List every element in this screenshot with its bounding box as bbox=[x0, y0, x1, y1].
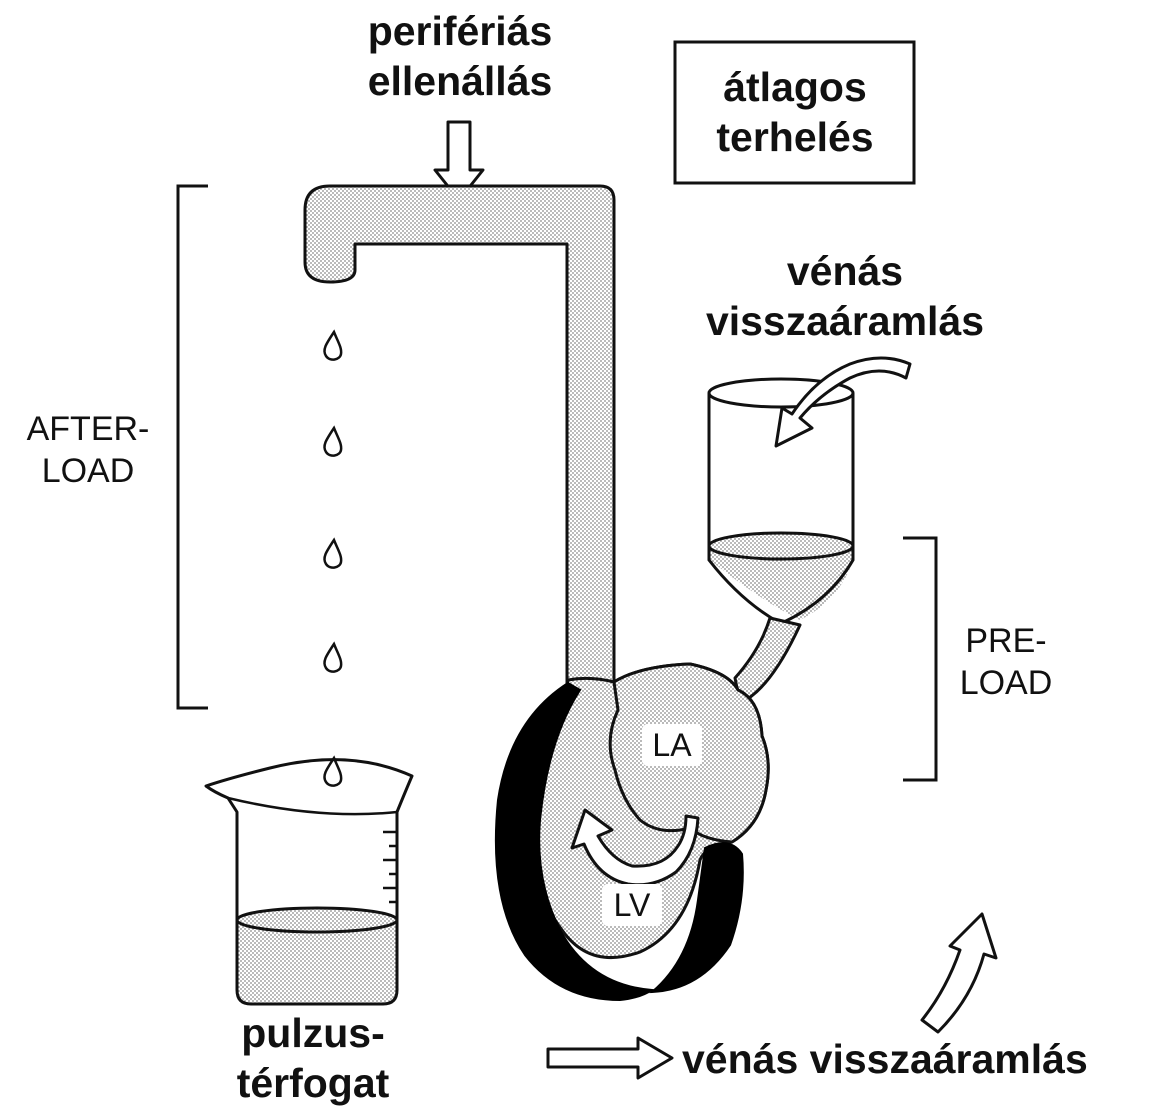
preload-line-1: PRE- bbox=[946, 620, 1066, 662]
peripheral-resistance-line-1: perifériás bbox=[340, 6, 580, 56]
afterload-bracket bbox=[178, 186, 208, 708]
right-arrow-icon bbox=[548, 1038, 672, 1078]
afterload-line-1: AFTER- bbox=[8, 408, 168, 450]
average-load-line-2: terhelés bbox=[680, 112, 910, 162]
stroke-volume-label: pulzus- térfogat bbox=[208, 1008, 418, 1106]
peripheral-resistance-label: perifériás ellenállás bbox=[340, 6, 580, 106]
up-arrow-icon bbox=[922, 914, 996, 1032]
droplet-icon bbox=[324, 540, 341, 568]
venous-return-bottom-label: vénás visszaáramlás bbox=[682, 1034, 1150, 1084]
beaker bbox=[206, 760, 412, 1004]
peripheral-resistance-line-2: ellenállás bbox=[340, 56, 580, 106]
preload-line-2: LOAD bbox=[946, 662, 1066, 704]
aorta-pipe bbox=[305, 186, 614, 690]
droplets bbox=[324, 332, 341, 786]
droplet-icon bbox=[324, 332, 341, 360]
droplet-icon bbox=[324, 758, 341, 786]
preload-bracket bbox=[903, 538, 936, 780]
afterload-line-2: LOAD bbox=[8, 450, 168, 492]
beaker-liquid-surface bbox=[237, 908, 397, 932]
pulmonary-vein-tube bbox=[735, 618, 800, 703]
droplet-icon bbox=[324, 428, 341, 456]
droplet-icon bbox=[324, 644, 341, 672]
beaker-rim bbox=[228, 798, 397, 814]
average-load-label: átlagos terhelés bbox=[680, 62, 910, 162]
venous-return-top-label: vénás visszaáramlás bbox=[700, 246, 990, 346]
venous-return-top-line-2: visszaáramlás bbox=[700, 296, 990, 346]
left-ventricle-label: LV bbox=[602, 884, 662, 926]
reservoir-liquid-surface bbox=[709, 533, 853, 559]
venous-return-top-line-1: vénás bbox=[700, 246, 990, 296]
average-load-line-1: átlagos bbox=[680, 62, 910, 112]
afterload-label: AFTER- LOAD bbox=[8, 408, 168, 492]
stroke-volume-line-2: térfogat bbox=[208, 1058, 418, 1106]
stroke-volume-line-1: pulzus- bbox=[208, 1008, 418, 1058]
left-atrium-label: LA bbox=[642, 724, 702, 766]
beaker-scale bbox=[383, 832, 397, 902]
preload-label: PRE- LOAD bbox=[946, 620, 1066, 704]
